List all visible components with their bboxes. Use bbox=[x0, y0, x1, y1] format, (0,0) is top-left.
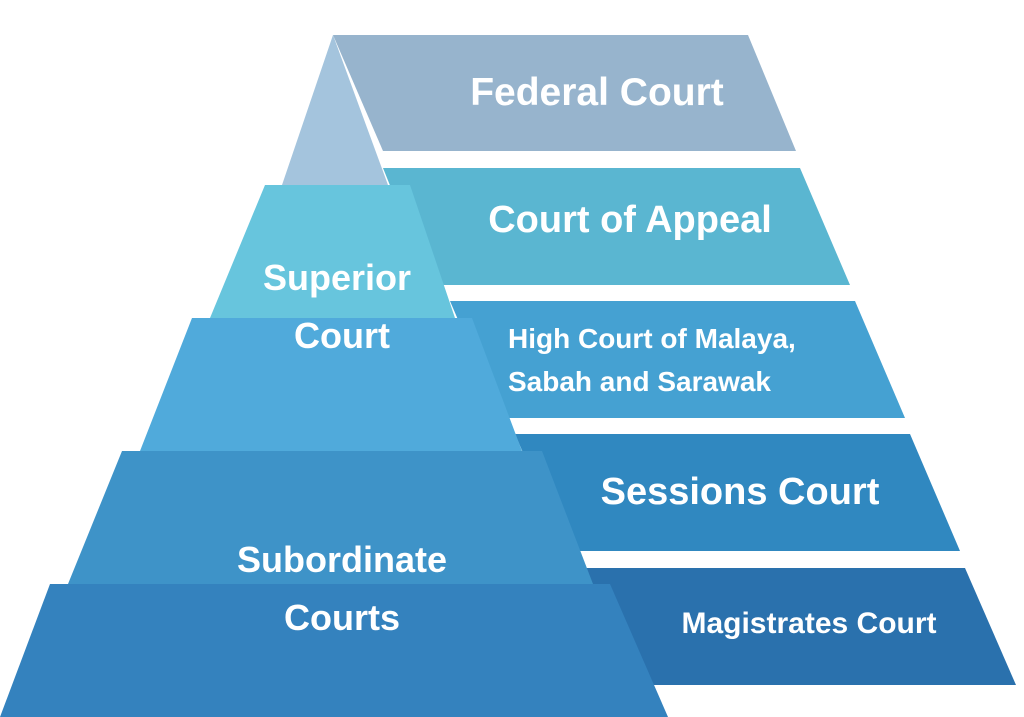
pyramid-tier-5 bbox=[0, 584, 668, 717]
pyramid-tier-3 bbox=[140, 318, 522, 451]
label-high-court-line1: High Court of Malaya, bbox=[508, 323, 796, 354]
label-superior-line2: Court bbox=[294, 315, 390, 356]
label-subordinate-line2: Courts bbox=[284, 597, 400, 638]
pyramid-tier-2 bbox=[210, 185, 455, 318]
group-labels: Superior Court Subordinate Courts bbox=[237, 257, 447, 638]
court-bands bbox=[333, 35, 1016, 685]
pyramid-tier-4 bbox=[68, 451, 593, 584]
label-superior-line1: Superior bbox=[263, 257, 411, 298]
label-magistrates-court: Magistrates Court bbox=[681, 607, 936, 640]
band-sessions-court bbox=[515, 434, 960, 551]
court-pyramid bbox=[0, 35, 668, 717]
band-magistrates-court bbox=[575, 568, 1016, 685]
label-sessions-court: Sessions Court bbox=[601, 471, 880, 513]
pyramid-tier-1 bbox=[282, 35, 388, 185]
band-high-court bbox=[450, 301, 905, 418]
label-subordinate-line1: Subordinate bbox=[237, 539, 447, 580]
court-labels: Federal Court Court of Appeal High Court… bbox=[470, 71, 936, 640]
band-court-of-appeal bbox=[383, 168, 850, 285]
band-federal-court bbox=[333, 35, 796, 151]
label-federal-court: Federal Court bbox=[470, 71, 724, 114]
label-high-court-line2: Sabah and Sarawak bbox=[508, 366, 771, 397]
label-court-of-appeal: Court of Appeal bbox=[488, 199, 772, 241]
